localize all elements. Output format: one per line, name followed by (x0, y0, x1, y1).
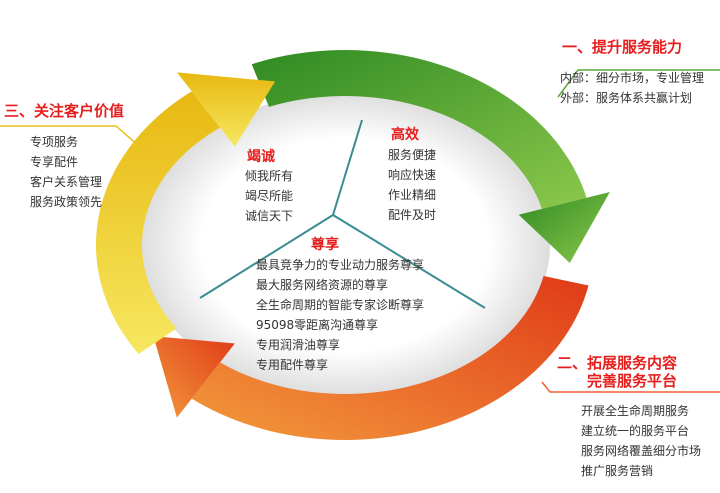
callout-line-one (557, 69, 720, 98)
list-item: 服务便捷 (388, 148, 437, 162)
list-item: 95098零距离沟通尊享 (256, 318, 379, 332)
divider-line-top (332, 119, 363, 216)
yellow-arrow-head (176, 72, 276, 147)
list-item: 作业精细 (388, 188, 437, 202)
section-three-title: 三、关注客户价值 (4, 102, 125, 120)
orange-arrow-head (153, 336, 235, 418)
list-item: 专享配件 (30, 155, 79, 169)
list-item: 倾我所有 (245, 169, 294, 183)
list-item: 外部：服务体系共赢计划 (560, 91, 693, 105)
list-item: 客户关系管理 (30, 175, 103, 189)
sincerity-title: 竭诚 (247, 149, 275, 165)
list-item: 开展全生命周期服务 (581, 404, 690, 418)
green-arrow-body (251, 50, 587, 209)
list-item: 服务网络覆盖细分市场 (581, 444, 702, 458)
divider-line-right (332, 214, 486, 309)
callout-line-two (541, 381, 720, 393)
section-three-list: 专项服务 专享配件 客户关系管理 服务政策领先 (30, 132, 102, 212)
section-two-list: 开展全生命周期服务 建立统一的服务平台 服务网络覆盖细分市场 推广服务营销 (581, 401, 701, 481)
efficiency-title: 高效 (391, 127, 419, 143)
list-item: 专用润滑油尊享 (256, 338, 341, 352)
section-two-title-line1: 二、拓展服务内容 (557, 354, 678, 372)
list-item: 全生命周期的智能专家诊断尊享 (256, 298, 425, 312)
list-item: 推广服务营销 (581, 464, 654, 478)
yellow-arrow-body (96, 91, 221, 355)
list-item: 建立统一的服务平台 (581, 424, 690, 438)
list-item: 竭尽所能 (245, 189, 294, 203)
list-item: 内部：细分市场，专业管理 (560, 71, 705, 85)
efficiency-list: 服务便捷 响应快速 作业精细 配件及时 (388, 145, 436, 225)
section-two-title-line2: 完善服务平台 (587, 372, 678, 390)
callout-line-three (0, 125, 149, 155)
list-item: 服务政策领先 (30, 195, 103, 209)
honor-title: 尊享 (311, 237, 339, 253)
list-item: 诚信天下 (245, 209, 294, 223)
list-item: 响应快速 (388, 168, 437, 182)
list-item: 最大服务网络资源的尊享 (256, 278, 389, 292)
list-item: 最具竞争力的专业动力服务尊享 (256, 258, 425, 272)
list-item: 专项服务 (30, 135, 79, 149)
green-arrow-head (518, 192, 610, 263)
section-one-title: 一、提升服务能力 (562, 38, 683, 56)
sincerity-list: 倾我所有 竭尽所能 诚信天下 (245, 166, 293, 226)
list-item: 配件及时 (388, 208, 437, 222)
divider-line-left (199, 214, 334, 299)
honor-list: 最具竞争力的专业动力服务尊享 最大服务网络资源的尊享 全生命周期的智能专家诊断尊… (256, 255, 424, 375)
section-one-list: 内部：细分市场，专业管理 外部：服务体系共赢计划 (560, 68, 704, 108)
list-item: 专用配件尊享 (256, 358, 329, 372)
ring-inner-shadow (140, 93, 550, 397)
orange-arrow-body (191, 275, 589, 440)
